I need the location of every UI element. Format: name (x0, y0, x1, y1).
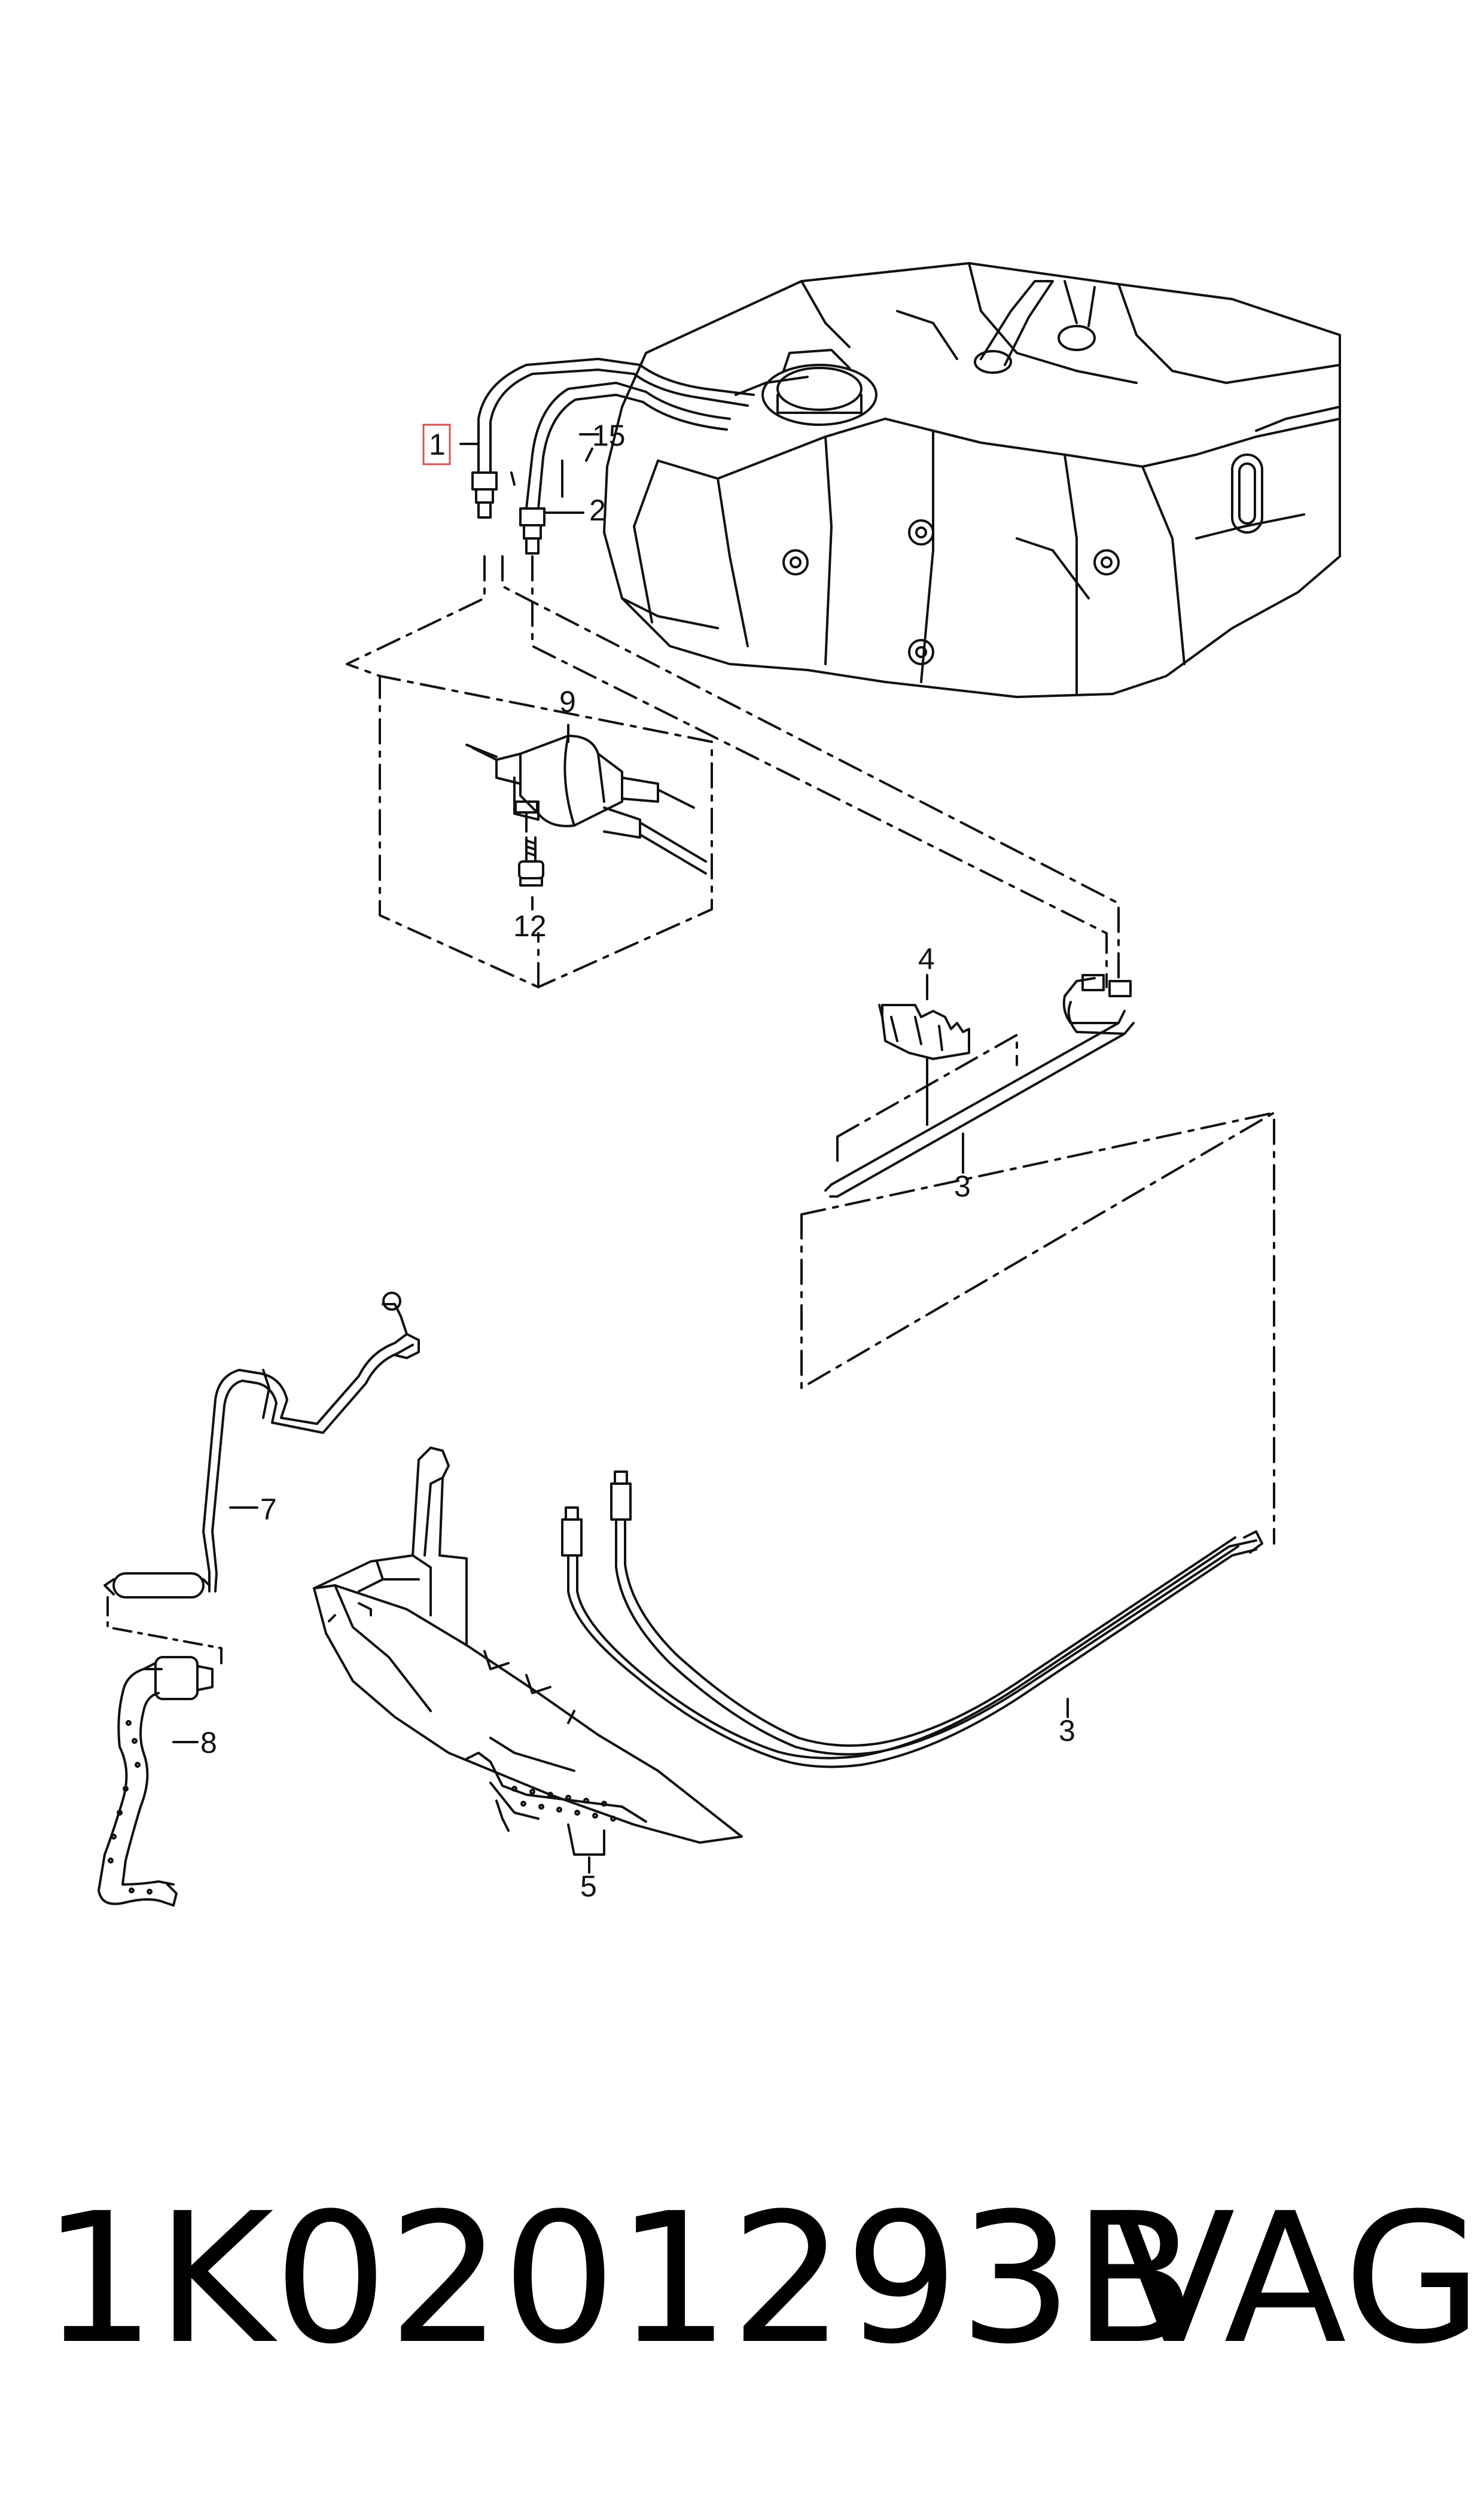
clip-4 (878, 1004, 970, 1060)
fuel-filter (465, 735, 707, 875)
callout-15: 15 (592, 419, 626, 452)
bolt-12 (518, 836, 544, 887)
tank-cover-5 (313, 1447, 743, 1856)
fuel-tank (603, 262, 1341, 698)
callout-3-lower: 3 (1059, 1714, 1075, 1747)
callout-4: 4 (918, 942, 935, 976)
callout-1: 1 (429, 428, 446, 461)
callout-2: 2 (589, 494, 606, 527)
fuel-line-3-upper (824, 974, 1135, 1198)
lower-fuel-line-outline (800, 1034, 1275, 1545)
part-number: 1K0201293B (42, 2175, 1196, 2383)
hose-8 (97, 1656, 214, 1907)
callout-8: 8 (200, 1726, 217, 1759)
callout-3-upper: 3 (954, 1170, 971, 1203)
callout-12: 12 (513, 909, 547, 943)
filter-group-outline (346, 555, 1120, 988)
callout-5: 5 (580, 1870, 597, 1903)
callout-9: 9 (559, 685, 576, 718)
brand-name: VAG (1113, 2175, 1483, 2383)
callout-1-highlight (422, 424, 451, 465)
tank-fuel-lines (471, 358, 755, 555)
vacuum-line-outline (106, 1596, 223, 1664)
callout-7: 7 (260, 1493, 277, 1526)
vacuum-line-7 (103, 1292, 420, 1599)
fuel-line-3-lower (561, 1470, 1263, 1768)
